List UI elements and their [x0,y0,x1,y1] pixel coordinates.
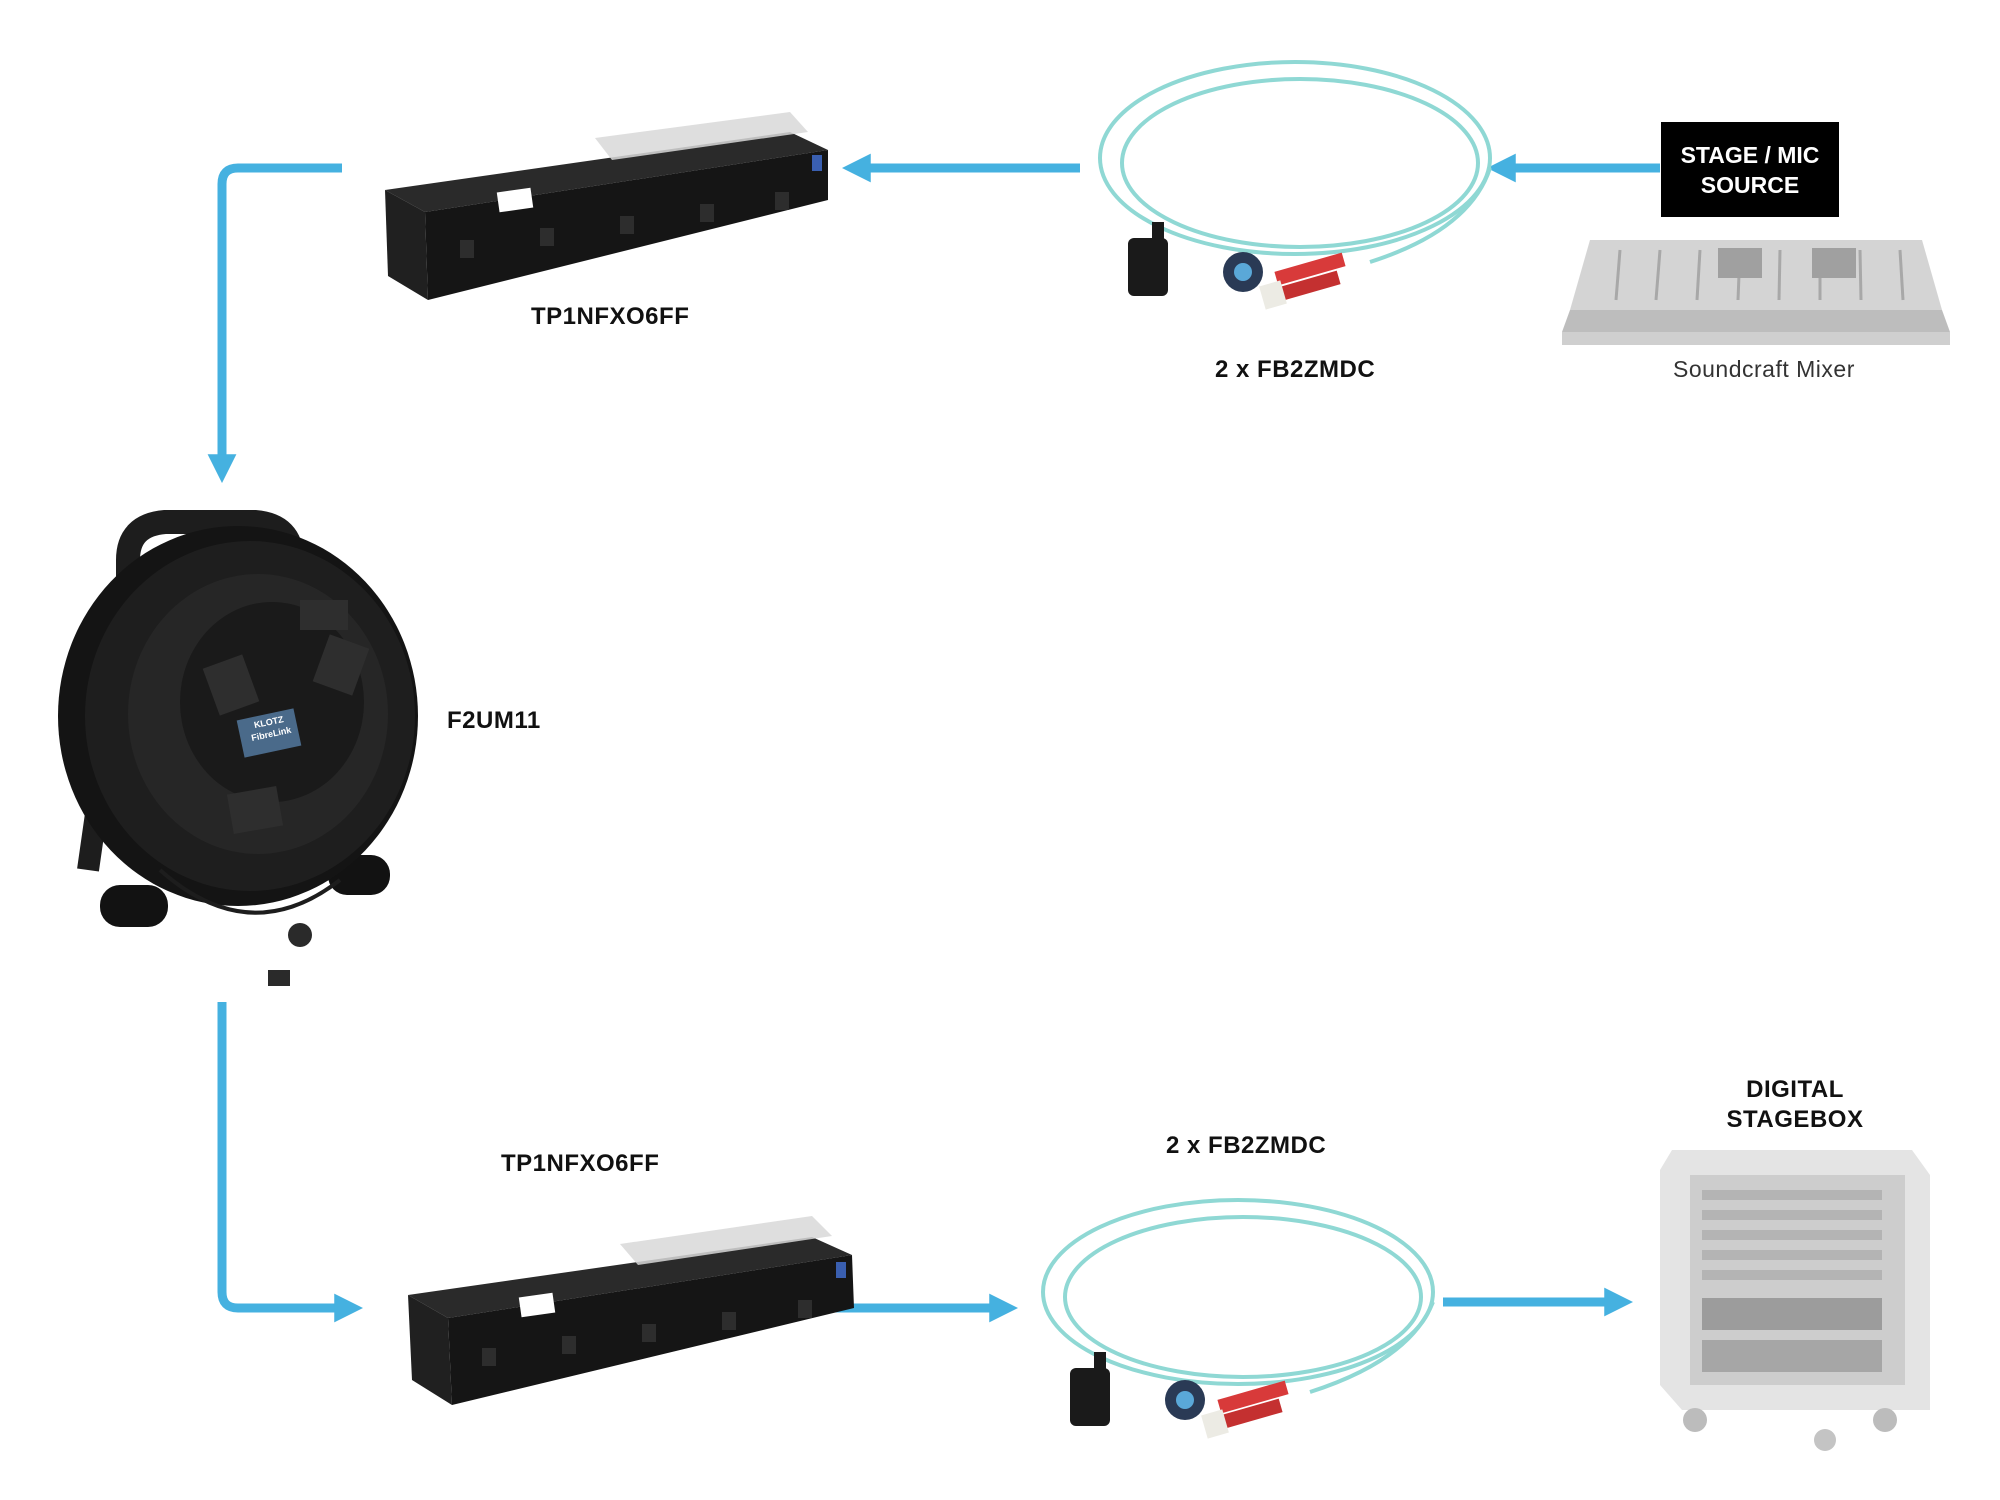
arrow-reel-to-rack [217,1002,364,1323]
rack-top-label: TP1NFXO6FF [531,303,690,330]
rack-panel-bottom [408,1216,854,1405]
source-label-line1: STAGE / MIC [1680,141,1820,168]
stagebox-case [1660,1150,1930,1451]
fiber-connector-top [1128,222,1346,310]
source-label-box: STAGE / MIC SOURCE [1661,122,1839,217]
arrow-rack-to-reel [207,163,342,484]
cable-reel [58,510,418,986]
mixer-console [1562,240,1950,345]
stagebox-label: DIGITAL STAGEBOX [1725,1075,1865,1135]
rack-panel-top [385,112,828,300]
fiber-cable-bottom [1041,1198,1435,1394]
reel-label: F2UM11 [447,707,541,734]
stagebox-label-line2: STAGEBOX [1726,1106,1864,1133]
fiber-cable-top [1098,60,1492,264]
cable-top-label: 2 x FB2ZMDC [1215,356,1376,383]
cable-bottom-label: 2 x FB2ZMDC [1166,1132,1327,1159]
fiber-connector-bottom [1070,1352,1289,1439]
stagebox-label-line1: DIGITAL [1746,1076,1844,1103]
source-label-line2: SOURCE [1700,171,1800,198]
mixer-label: Soundcraft Mixer [1673,356,1855,382]
rack-bottom-label: TP1NFXO6FF [501,1150,660,1177]
